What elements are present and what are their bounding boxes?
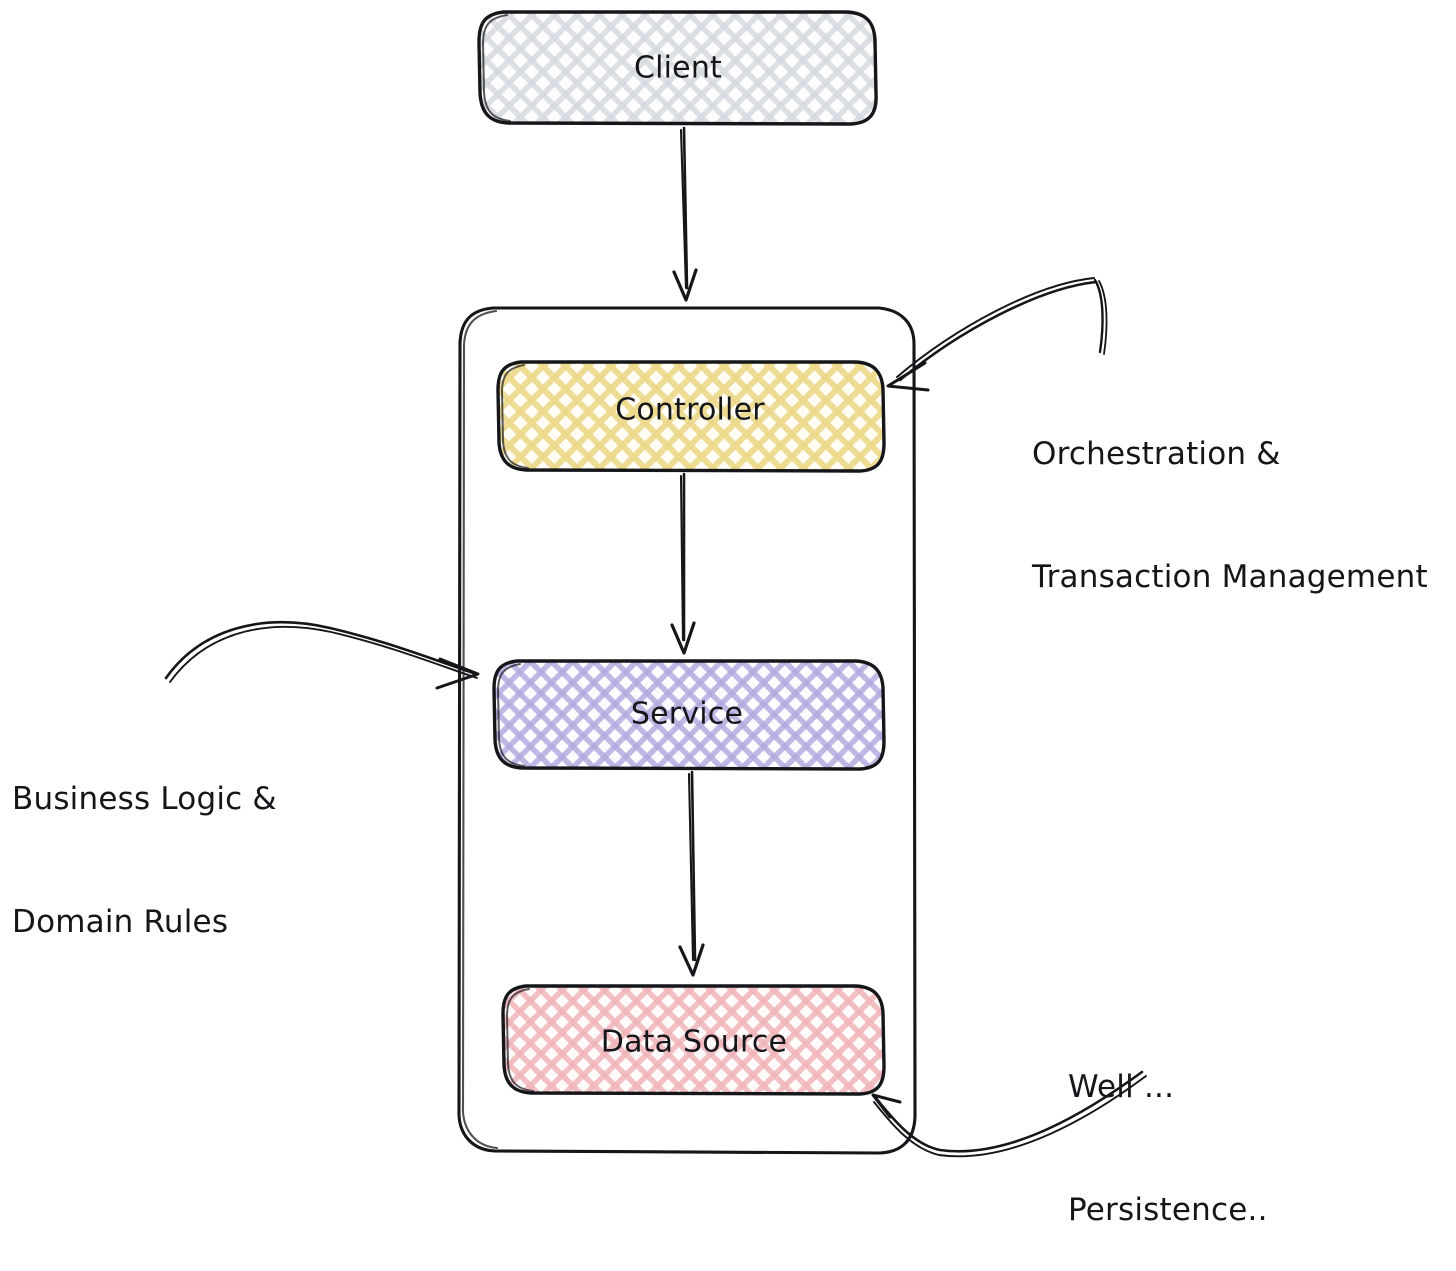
connector-controller-to-service [670, 472, 696, 655]
node-service[interactable] [492, 659, 886, 771]
annotation-persistence-line-1: Well ... [1068, 1068, 1175, 1105]
annotation-persistence: Well ... Persistence.. [1068, 985, 1268, 1271]
node-label-data-source: Data Source [600, 1024, 788, 1060]
annotation-business-logic-line-1: Business Logic & [12, 780, 277, 817]
annotation-orchestration: Orchestration & Transaction Management [1032, 352, 1428, 638]
connector-orchestration-note-to-controller [886, 277, 1108, 392]
annotation-persistence-line-2: Persistence.. [1068, 1191, 1268, 1228]
node-client[interactable] [477, 10, 878, 126]
connector-persistence-note-to-data-source [871, 1070, 1147, 1158]
node-label-controller: Controller [615, 392, 765, 428]
annotation-orchestration-line-2: Transaction Management [1032, 558, 1428, 595]
connector-client-to-controller [672, 126, 698, 302]
connector-service-to-data-source [678, 770, 705, 977]
architecture-diagram-canvas [164, 10, 1147, 1158]
connector-business-logic-note-to-service [164, 621, 480, 690]
node-label-service: Service [630, 696, 744, 732]
node-label-client: Client [633, 50, 723, 86]
annotation-business-logic: Business Logic & Domain Rules [12, 697, 277, 983]
node-data-source[interactable] [501, 984, 886, 1096]
annotation-orchestration-line-1: Orchestration & [1032, 435, 1281, 472]
node-controller[interactable] [496, 360, 886, 473]
annotation-business-logic-line-2: Domain Rules [12, 903, 229, 940]
